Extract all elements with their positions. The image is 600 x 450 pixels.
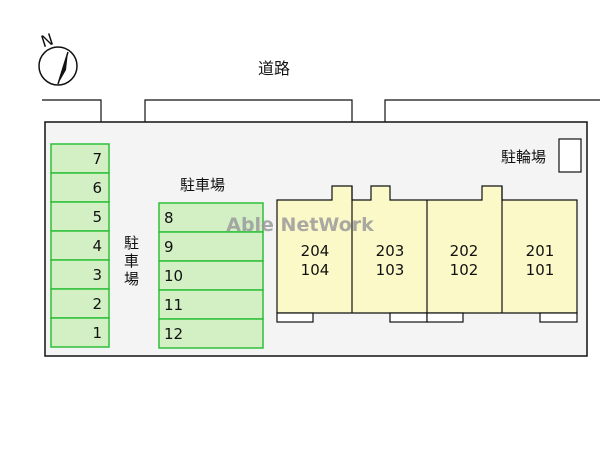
parking-space <box>50 288 110 319</box>
compass-circle <box>38 46 78 86</box>
parking-left-label-char-2: 車 <box>124 252 139 270</box>
parking-space <box>158 231 264 262</box>
parking-space <box>50 259 110 290</box>
unit-label-upper: 201 <box>526 242 555 260</box>
balcony-4 <box>539 312 578 323</box>
compass: N <box>38 30 78 86</box>
compass-north-label: N <box>39 30 56 52</box>
parking-space-number: 7 <box>92 150 102 168</box>
road-edge-lines <box>42 99 600 122</box>
parking-space-number: 2 <box>92 295 102 313</box>
watermark: Able NetWork <box>226 214 374 236</box>
bicycle-parking-label: 駐輪場 <box>501 148 546 166</box>
parking-space <box>50 317 110 348</box>
unit-label-lower: 101 <box>526 261 555 279</box>
parking-space <box>158 318 264 349</box>
parking-space-number: 11 <box>164 296 183 314</box>
road-edge-center <box>144 99 353 122</box>
bicycle-parking-area <box>558 138 582 173</box>
unit-label-upper: 202 <box>450 242 479 260</box>
parking-space <box>50 201 110 232</box>
parking-center: 8 9 10 11 12 <box>158 202 264 349</box>
parking-space-number: 4 <box>92 237 102 255</box>
parking-space-number: 1 <box>92 324 102 342</box>
parking-space <box>50 230 110 261</box>
compass-needle <box>57 51 69 85</box>
unit-label-upper: 204 <box>301 242 330 260</box>
road-edge-left <box>42 99 102 122</box>
parking-space <box>158 260 264 291</box>
road-label: 道路 <box>258 59 290 78</box>
parking-space-number: 5 <box>92 208 102 226</box>
parking-space <box>50 143 110 174</box>
parking-space-number: 3 <box>92 266 102 284</box>
parking-left: 7 6 5 4 3 2 1 <box>50 143 110 348</box>
parking-space-number: 8 <box>164 209 174 227</box>
parking-space-number: 9 <box>164 238 174 256</box>
parking-left-label-char-3: 場 <box>124 270 139 288</box>
parking-left-label-char-1: 駐 <box>124 234 139 252</box>
unit-label-lower: 103 <box>376 261 405 279</box>
unit-label-upper: 203 <box>376 242 405 260</box>
balcony-2 <box>389 312 428 323</box>
road-edge-right <box>384 99 600 122</box>
unit-label-lower: 102 <box>450 261 479 279</box>
parking-space-number: 10 <box>164 267 183 285</box>
balcony-3 <box>426 312 464 323</box>
unit-label-lower: 104 <box>301 261 330 279</box>
parking-space-number: 6 <box>92 179 102 197</box>
balcony-1 <box>276 312 314 323</box>
apartment-building: 204 104 203 103 202 102 201 101 <box>276 185 578 323</box>
parking-space <box>50 172 110 203</box>
parking-center-label: 駐車場 <box>180 176 225 194</box>
parking-space-number: 12 <box>164 325 183 343</box>
